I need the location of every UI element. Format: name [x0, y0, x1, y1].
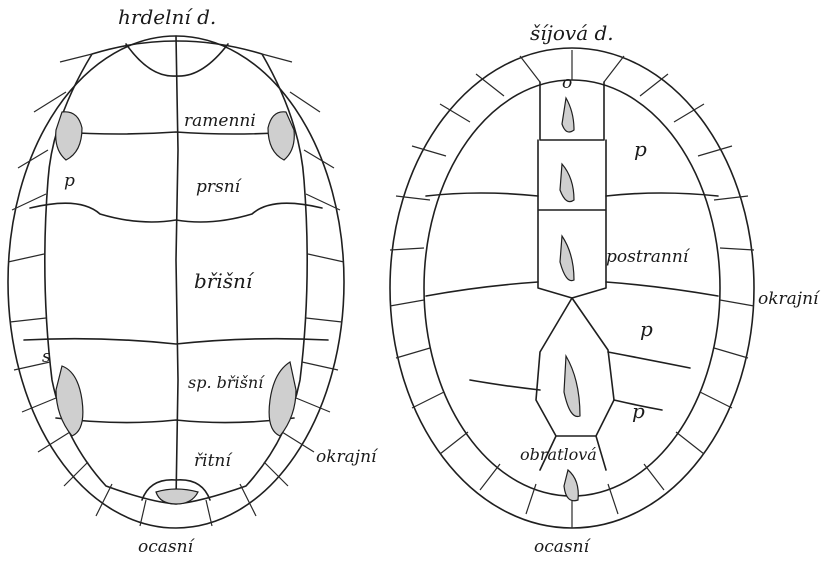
- label-s: s: [42, 347, 51, 367]
- vertebral-mark-3: [560, 236, 574, 281]
- costal-seams-right: [606, 193, 718, 410]
- label-okrajni-right: okrajní: [758, 289, 821, 309]
- label-p-3: p: [632, 399, 645, 423]
- abdominal-femoral-seam: [24, 339, 328, 344]
- label-p-1: p: [634, 137, 647, 161]
- label-obratlova: obratlová: [520, 445, 597, 464]
- label-brisni: břišní: [194, 269, 255, 293]
- label-ritni: řitní: [194, 451, 233, 471]
- axillary-scute-right: [268, 112, 294, 160]
- vertebral-mark-1: [562, 98, 574, 132]
- label-o: o: [562, 73, 572, 93]
- label-prsni: prsní: [196, 177, 243, 197]
- label-ocasni-right: ocasní: [534, 537, 592, 557]
- label-ocasni-left: ocasní: [138, 537, 196, 557]
- label-postranni: postranní: [606, 247, 691, 267]
- plastron-midline: [176, 36, 178, 500]
- axillary-scute-left: [56, 112, 82, 160]
- costal-seams-left: [426, 193, 540, 390]
- label-ramenni: ramenni: [184, 111, 256, 131]
- label-p-2: p: [640, 317, 653, 341]
- vertebral-mark-5: [564, 470, 578, 501]
- label-p-left: p: [64, 171, 75, 191]
- plastron-figure: hrdelní d. ramenni p prsní břišní s sp. …: [8, 5, 379, 557]
- label-okrajni-left: okrajní: [316, 447, 379, 467]
- carapace-inner-outline: [424, 80, 720, 496]
- label-hrdelni: hrdelní d.: [118, 5, 216, 29]
- vertebral-mark-2: [560, 164, 574, 202]
- label-sp-brisni: sp. břišní: [188, 373, 265, 392]
- carapace-figure: šíjová d. o p postranní okrajní p p obra…: [390, 21, 821, 557]
- label-sijova: šíjová d.: [530, 21, 614, 45]
- femoral-anal-seam: [56, 418, 294, 423]
- inguinal-scute-right: [269, 362, 296, 436]
- inguinal-scute-left: [56, 366, 83, 436]
- vertebral-mark-4: [564, 356, 580, 417]
